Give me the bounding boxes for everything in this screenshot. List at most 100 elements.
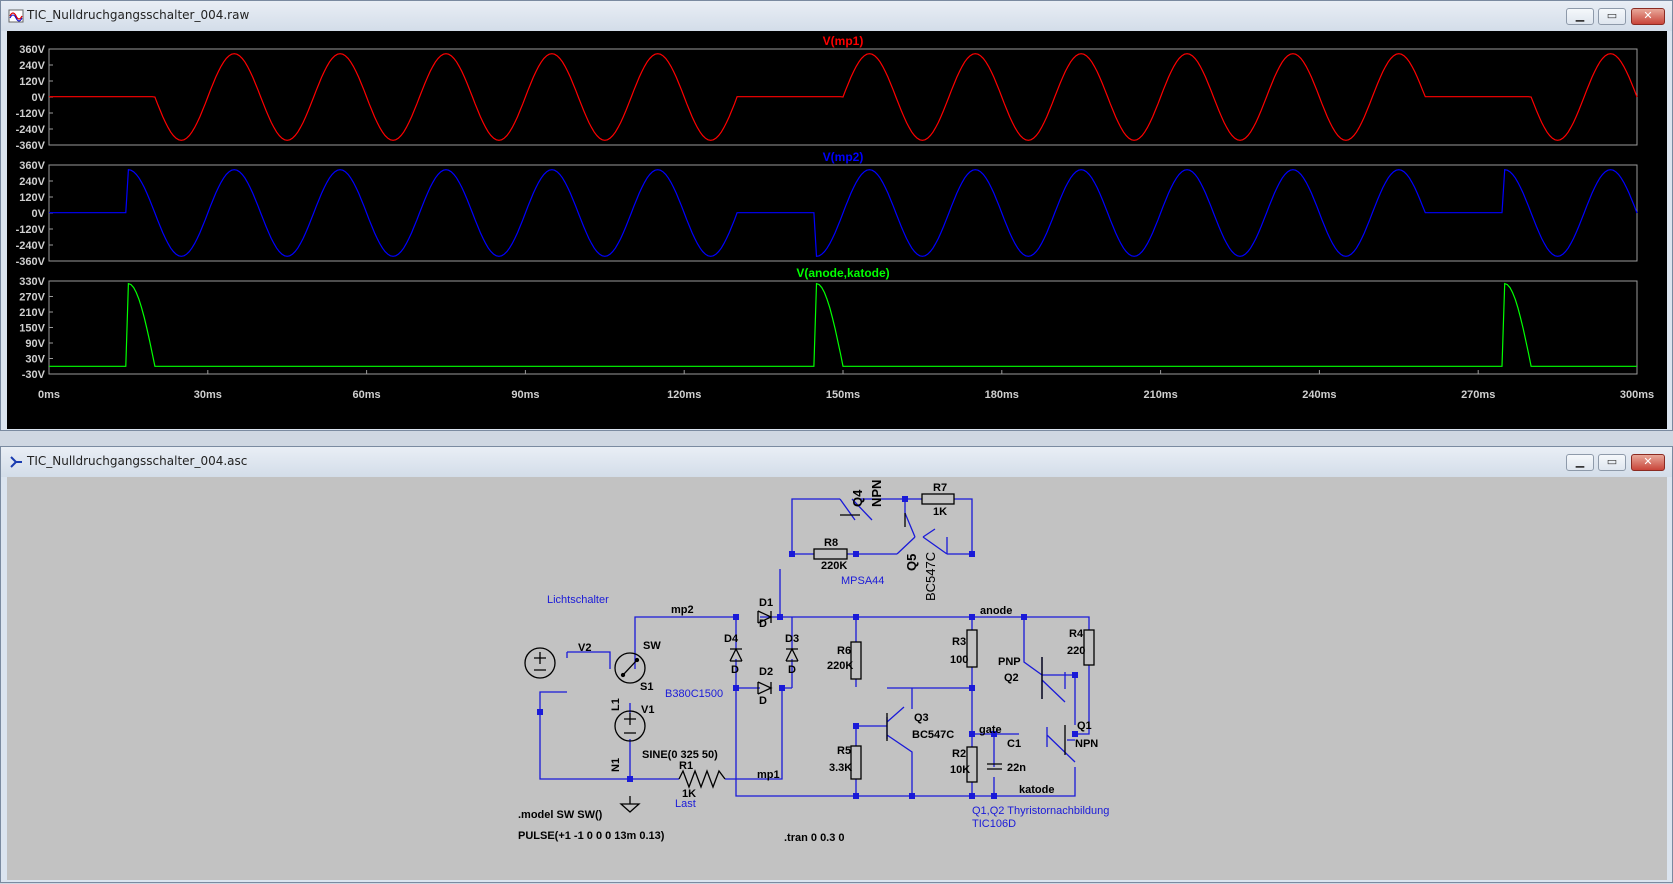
net-label-n1: N1	[610, 758, 622, 772]
plot-canvas[interactable]: V(mp1)360V240V120V0V-120V-240V-360VV(mp2…	[7, 31, 1667, 429]
label-r4: R4	[1069, 628, 1084, 640]
value-r4: 220	[1067, 645, 1085, 657]
close-button[interactable]: ✕	[1631, 8, 1665, 25]
x-tick-label: 300ms	[1620, 389, 1654, 401]
maximize-button[interactable]: ▭	[1598, 454, 1626, 471]
y-tick-label: -120V	[16, 224, 46, 236]
label-last: Last	[675, 798, 696, 810]
value-r7: 1K	[933, 506, 947, 518]
label-r1: R1	[679, 760, 693, 772]
resistor-r1-symbol	[678, 769, 726, 789]
close-button[interactable]: ✕	[1631, 454, 1665, 471]
label-q1: Q1	[1077, 720, 1092, 732]
type-q2: PNP	[998, 656, 1021, 668]
x-tick-label: 180ms	[985, 389, 1019, 401]
type-q4: NPN	[869, 480, 884, 507]
minimize-button[interactable]: ▁	[1566, 8, 1594, 25]
y-tick-label: 30V	[25, 354, 45, 366]
value-d1: D	[759, 618, 767, 630]
value-d4: D	[731, 664, 739, 676]
y-tick-label: 120V	[19, 192, 45, 204]
label-s1: S1	[640, 681, 653, 693]
schematic-window-title: TIC_Nulldruchgangsschalter_004.asc	[27, 454, 248, 468]
label-d3: D3	[785, 633, 799, 645]
trace-title: V(mp2)	[823, 150, 864, 164]
value-d2: D	[759, 695, 767, 707]
label-tic106d: TIC106D	[972, 818, 1016, 830]
x-tick-label: 30ms	[194, 389, 222, 401]
x-tick-label: 210ms	[1143, 389, 1177, 401]
net-label-l1: L1	[610, 698, 622, 711]
y-tick-label: 210V	[19, 307, 45, 319]
type-q1: NPN	[1075, 738, 1098, 750]
y-tick-label: -240V	[16, 240, 46, 252]
diode-d4-symbol	[729, 647, 743, 662]
diode-d2-symbol	[757, 681, 773, 695]
label-v1: V1	[641, 704, 654, 716]
source-v2-symbol	[524, 647, 556, 679]
resistor-r2-symbol	[966, 746, 978, 783]
value-r6: 220K	[827, 660, 853, 672]
net-label-katode: katode	[1019, 784, 1054, 796]
minimize-button[interactable]: ▁	[1566, 454, 1594, 471]
label-d4: D4	[724, 633, 739, 645]
label-r7: R7	[933, 482, 947, 494]
y-tick-label: 360V	[19, 44, 45, 56]
y-tick-label: 120V	[19, 76, 45, 88]
y-tick-label: 330V	[19, 276, 45, 288]
schematic-drawing[interactable]: Lichtschalter mp2 mp1 anode gate katode …	[7, 477, 1667, 880]
label-q5: Q5	[904, 554, 919, 571]
label-sw: SW	[643, 640, 661, 652]
components	[524, 493, 1095, 813]
schematic-titlebar[interactable]: TIC_Nulldruchgangsschalter_004.asc ▁ ▭ ✕	[1, 447, 1672, 477]
y-tick-label: 270V	[19, 292, 45, 304]
y-tick-label: 150V	[19, 323, 45, 335]
resistor-r5-symbol	[850, 745, 862, 780]
model-q4: MPSA44	[841, 575, 884, 587]
trace-title: V(anode,katode)	[796, 266, 889, 280]
maximize-button[interactable]: ▭	[1598, 8, 1626, 25]
waveform-titlebar[interactable]: TIC_Nulldruchgangsschalter_004.raw ▁ ▭ ✕	[1, 1, 1672, 31]
x-tick-label: 0ms	[38, 389, 60, 401]
value-r2: 10K	[950, 764, 970, 776]
waveform-app-icon	[8, 9, 24, 23]
value-r8: 220K	[821, 560, 847, 572]
label-lichtschalter: Lichtschalter	[547, 594, 609, 606]
junction-dots	[537, 496, 1078, 799]
label-v2: V2	[578, 642, 591, 654]
trace-line	[49, 168, 1638, 258]
label-d1: D1	[759, 597, 773, 609]
capacitor-c1-symbol	[987, 763, 1002, 770]
label-q3: Q3	[914, 712, 929, 724]
y-tick-label: 90V	[25, 338, 45, 350]
schematic-labels: Lichtschalter mp2 mp1 anode gate katode …	[518, 480, 1109, 844]
y-tick-label: 360V	[19, 160, 45, 172]
type-q3: BC547C	[912, 729, 954, 741]
label-c1: C1	[1007, 738, 1021, 750]
y-tick-label: 240V	[19, 60, 45, 72]
switch-sw-symbol	[614, 652, 646, 684]
waveform-viewer-window: TIC_Nulldruchgangsschalter_004.raw ▁ ▭ ✕…	[0, 0, 1673, 431]
y-tick-label: 0V	[32, 92, 46, 104]
diode-d1-symbol	[757, 610, 773, 624]
trace-line	[49, 53, 1638, 141]
x-tick-label: 270ms	[1461, 389, 1495, 401]
net-label-gate: gate	[979, 724, 1002, 736]
label-r5: R5	[837, 745, 851, 757]
label-q4: Q4	[850, 489, 865, 507]
directive-pulse: PULSE(+1 -1 0 0 0 13m 0.13)	[518, 830, 665, 842]
directive-tran: .tran 0 0.3 0	[784, 832, 845, 844]
diode-d3-symbol	[785, 647, 799, 662]
label-r3: R3	[952, 636, 966, 648]
ground-symbol	[619, 796, 641, 813]
label-r8: R8	[824, 537, 838, 549]
resistor-r6-symbol	[850, 641, 862, 680]
x-tick-label: 240ms	[1302, 389, 1336, 401]
net-label-mp2: mp2	[671, 604, 694, 616]
y-tick-label: -240V	[16, 124, 46, 136]
schematic-canvas[interactable]: Lichtschalter mp2 mp1 anode gate katode …	[7, 477, 1667, 880]
schematic-editor-window: TIC_Nulldruchgangsschalter_004.asc ▁ ▭ ✕	[0, 446, 1673, 883]
net-label-mp1: mp1	[757, 769, 780, 781]
x-tick-label: 60ms	[353, 389, 381, 401]
